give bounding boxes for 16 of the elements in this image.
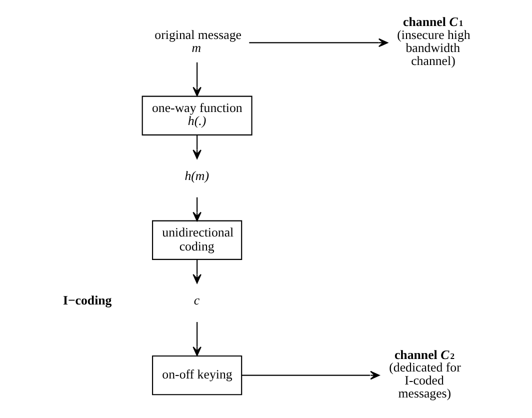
arrow	[192, 322, 202, 356]
node-box: on-off keying	[152, 355, 242, 396]
node-text: channel C1 (insecure high bandwidth channel)	[397, 15, 470, 68]
node-text: c	[194, 294, 200, 308]
node-box: one-way function h(.)	[142, 96, 252, 136]
arrow	[242, 370, 380, 380]
node-text: channel C2 (dedicated for I-coded messages)	[389, 348, 461, 400]
arrow	[192, 135, 202, 160]
arrow	[192, 62, 202, 96]
label: I−coding	[62, 294, 112, 308]
arrow	[192, 260, 202, 284]
node-box: unidirectional coding	[152, 220, 242, 260]
node-text: original message m	[154, 28, 242, 55]
node-text: h(m)	[184, 169, 210, 184]
arrow	[192, 197, 202, 222]
arrow	[249, 38, 388, 48]
